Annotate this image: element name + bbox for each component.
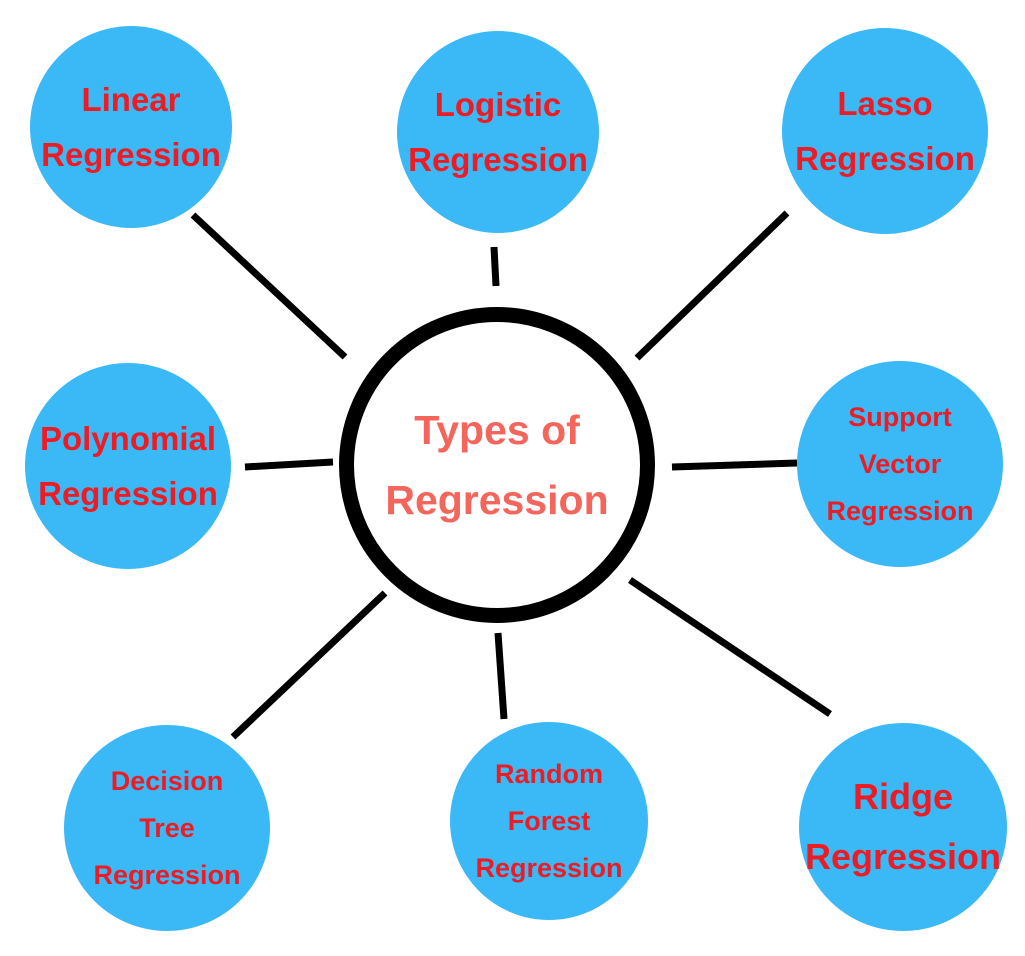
node-label-line: Vector [858, 448, 942, 479]
connector-support-vector-regression [671, 459, 798, 471]
node-label-line: Logistic [434, 86, 562, 123]
node-label-line: Lasso [837, 85, 933, 122]
node-random-forest-regression: Random Forest Regression [450, 722, 648, 920]
node-label-line: Decision [110, 765, 224, 796]
node-label-line: Tree [139, 812, 195, 843]
node-label-line: Regression [826, 495, 974, 526]
connector-random-forest-regression [494, 632, 508, 720]
connector-decision-tree-regression [230, 590, 388, 740]
node-label-line: Forest [507, 805, 591, 836]
node-label-line: Linear [81, 81, 181, 118]
node-label-line: Polynomial [39, 420, 217, 457]
node-label-line: Regression [475, 852, 623, 883]
connector-polynomial-regression [244, 458, 334, 471]
node-polynomial-regression: Polynomial Regression [25, 363, 231, 569]
connector-lasso-regression [634, 210, 790, 361]
node-label-line: Support [848, 401, 952, 432]
node-lasso-regression: Lasso Regression [782, 28, 988, 234]
center-label-line-2: Regression [385, 477, 609, 523]
node-logistic-regression: Logistic Regression [397, 31, 599, 233]
node-linear-regression: Linear Regression [30, 26, 232, 228]
node-label-line: Regression [93, 859, 241, 890]
node-label-line: Regression [408, 141, 588, 178]
node-label-line: Random [495, 758, 603, 789]
center-node-types-of-regression: Types of Regression [339, 307, 655, 623]
node-support-vector-regression: Support Vector Regression [797, 361, 1003, 567]
node-ridge-regression: Ridge Regression [799, 723, 1007, 931]
node-label-line: Ridge [852, 776, 953, 817]
connector-linear-regression [190, 212, 348, 360]
node-decision-tree-regression: Decision Tree Regression [64, 725, 270, 931]
node-label-line: Regression [795, 140, 975, 177]
connector-logistic-regression [490, 246, 500, 287]
center-label-line-1: Types of [414, 407, 580, 453]
connector-ridge-regression [628, 577, 832, 717]
node-label-line: Regression [38, 475, 218, 512]
node-label-line: Regression [41, 136, 221, 173]
node-label-line: Regression [804, 836, 1002, 877]
